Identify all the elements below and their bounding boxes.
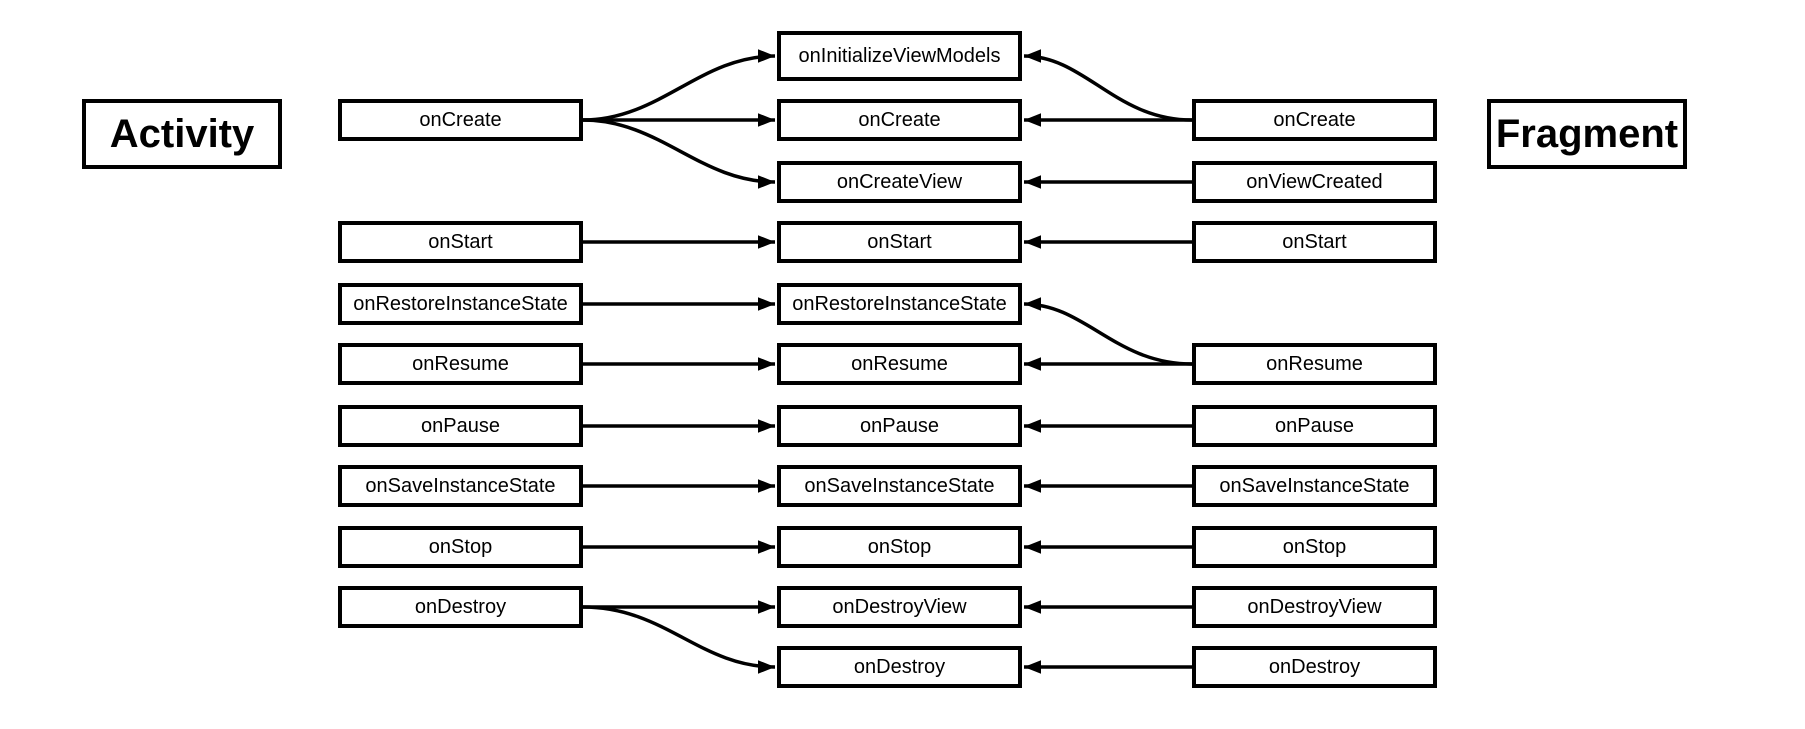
activity-onresume-box: onResume [338,343,583,385]
arrow-activity-oncreate-to-oninitializeviewmodels [582,49,776,122]
fragment-ondestroy-box: onDestroy [1192,646,1437,688]
shared-oncreate-box: onCreate [777,99,1022,141]
activity-onsaveinstancestate-box: onSaveInstanceState [338,465,583,507]
activity-onrestoreinstancestate-box: onRestoreInstanceState [338,283,583,325]
shared-ondestroy-box: onDestroy [777,646,1022,688]
shared-onresume-box: onResume [777,343,1022,385]
shared-onsaveinstancestate-box: onSaveInstanceState [777,465,1022,507]
activity-onpause-box: onPause [338,405,583,447]
activity-onstop-box: onStop [338,526,583,568]
arrow-activity-ondestroy-to-ondestroy [582,605,776,674]
shared-onstart-box: onStart [777,221,1022,263]
fragment-title: Fragment [1487,99,1687,169]
arrow-fragment-oncreate-to-oninitializeviewmodels [1023,49,1193,122]
fragment-ondestroyview-box: onDestroyView [1192,586,1437,628]
shared-oninitializeviewmodels-box: onInitializeViewModels [777,31,1022,81]
arrow-fragment-onresume-to-onrestoreinstancestate [1023,297,1193,366]
fragment-onviewcreated-box: onViewCreated [1192,161,1437,203]
activity-title: Activity [82,99,282,169]
activity-onstart-box: onStart [338,221,583,263]
fragment-onstop-box: onStop [1192,526,1437,568]
shared-onpause-box: onPause [777,405,1022,447]
fragment-oncreate-box: onCreate [1192,99,1437,141]
arrow-activity-oncreate-to-oncreateview [582,118,776,189]
shared-onstop-box: onStop [777,526,1022,568]
fragment-onstart-box: onStart [1192,221,1437,263]
fragment-onpause-box: onPause [1192,405,1437,447]
shared-ondestroyview-box: onDestroyView [777,586,1022,628]
activity-oncreate-box: onCreate [338,99,583,141]
activity-ondestroy-box: onDestroy [338,586,583,628]
fragment-onsaveinstancestate-box: onSaveInstanceState [1192,465,1437,507]
shared-oncreateview-box: onCreateView [777,161,1022,203]
fragment-onresume-box: onResume [1192,343,1437,385]
shared-onrestoreinstancestate-box: onRestoreInstanceState [777,283,1022,325]
